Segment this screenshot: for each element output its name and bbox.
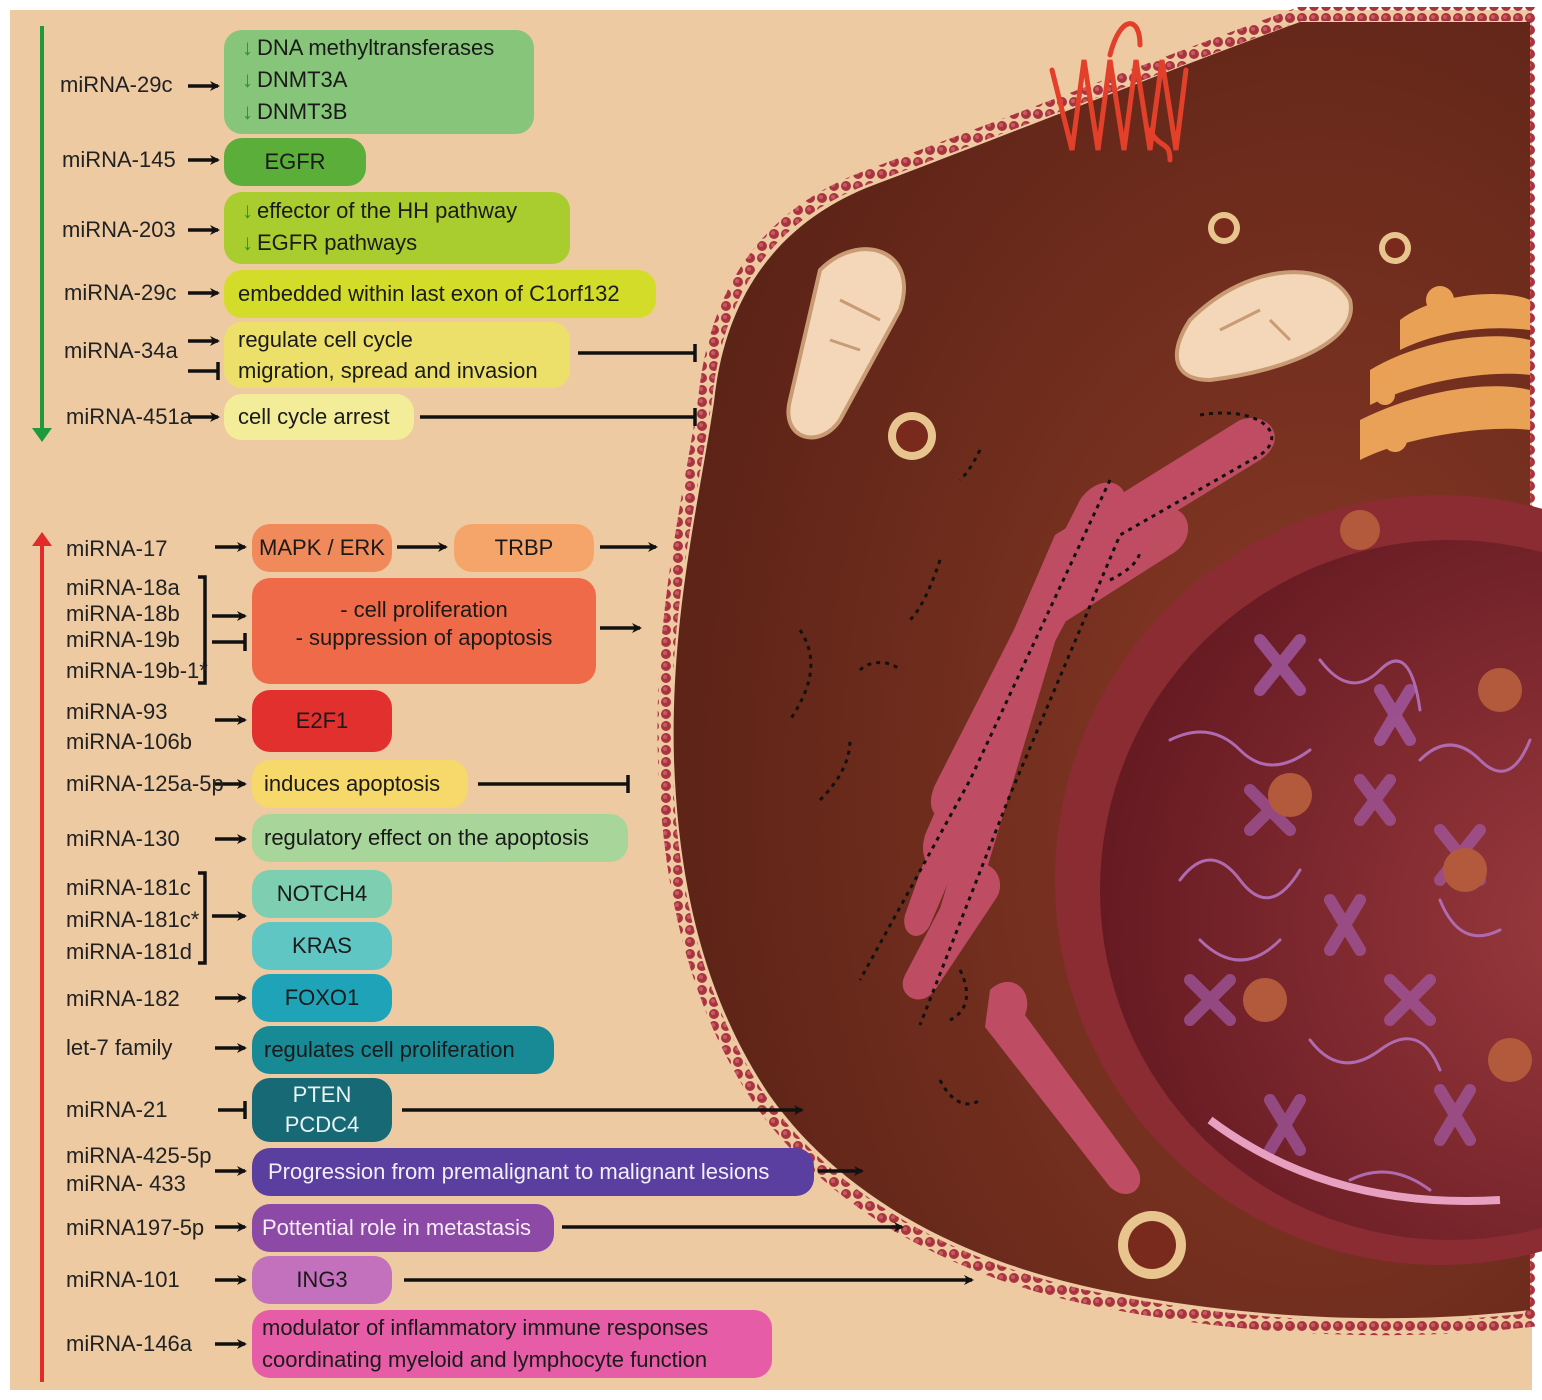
membrane-receptor (1049, 21, 1189, 163)
mirna-label: miRNA-34a (64, 338, 178, 363)
target-text: EGFR (264, 149, 326, 174)
mirna-label: miRNA-146a (66, 1331, 192, 1356)
target-box: MAPK / ERK (252, 524, 392, 572)
target-text: - suppression of apoptosis (295, 625, 553, 650)
mirna-label: miRNA197-5p (66, 1215, 205, 1240)
mirna-label-group: miRNA-18a miRNA-18b miRNA-19b miRNA-19b-… (66, 575, 208, 684)
nucleus (1100, 540, 1542, 1240)
secondary-target-text: TRBP (494, 535, 554, 560)
target-text: regulates cell proliferation (264, 1037, 515, 1062)
target-box: ING3 (252, 1256, 392, 1304)
mirna-label: miRNA-130 (66, 826, 180, 851)
mirna-label: miRNA-18a (66, 575, 180, 600)
dashed-outlines (788, 411, 1274, 1106)
target-box: - cell proliferation - suppression of ap… (252, 578, 596, 684)
target-box: induces apoptosis (252, 760, 468, 808)
mirna-label: miRNA-29c (60, 72, 173, 97)
target-box: regulatory effect on the apoptosis (252, 814, 628, 862)
mirna-label: miRNA- 433 (66, 1171, 186, 1196)
target-box: FOXO1 (252, 974, 392, 1022)
target-box: ↓DNA methyltransferases ↓DNMT3A ↓DNMT3B (224, 30, 534, 134)
target-box: Pottential role in metastasis (252, 1204, 554, 1252)
target-text: NOTCH4 (276, 881, 368, 906)
mirna-label-group: miRNA-181c miRNA-181c* miRNA-181d (66, 872, 199, 968)
target-text: coordinating myeloid and lymphocyte func… (262, 1347, 708, 1372)
target-text: FOXO1 (284, 985, 360, 1010)
target-box: regulate cell cycle migration, spread an… (224, 322, 570, 388)
target-text: embedded within last exon of C1orf132 (238, 281, 620, 306)
target-box: cell cycle arrest (224, 394, 414, 440)
target-text: DNA methyltransferases (257, 35, 495, 60)
target-text: PCDC4 (284, 1112, 360, 1137)
mirna-label: miRNA-19b (66, 627, 180, 652)
mirna-label: miRNA-18b (66, 601, 180, 626)
mirna-label: miRNA-203 (62, 217, 176, 242)
mirna-label: miRNA-425-5p (66, 1143, 212, 1168)
mirna-label: miRNA-101 (66, 1267, 180, 1292)
target-text: effector of the HH pathway (257, 198, 518, 223)
down-arrow-icon: ↓ (242, 99, 253, 124)
target-text: migration, spread and invasion (238, 358, 538, 383)
endoplasmic-reticulum (902, 418, 1275, 1195)
secondary-target-box: KRAS (252, 922, 392, 970)
mirna-label-group: miRNA-93 miRNA-106b (66, 697, 192, 757)
mirna-label: miRNA-145 (62, 147, 176, 172)
mirna-label: miRNA-29c (64, 280, 177, 305)
target-text: MAPK / ERK (259, 535, 385, 560)
mirna-label: miRNA-19b-1* (66, 658, 208, 683)
mirna-label: miRNA-181d (66, 939, 192, 964)
down-arrow-icon: ↓ (242, 67, 253, 92)
down-arrow-icon: ↓ (242, 198, 253, 223)
target-text: cell cycle arrest (238, 404, 390, 429)
target-box: PTEN PCDC4 (252, 1078, 392, 1142)
decrease-arrowhead (32, 428, 52, 442)
mirna-label: miRNA-181c* (66, 907, 200, 932)
target-text: Progression from premalignant to maligna… (268, 1159, 770, 1184)
target-text: E2F1 (295, 708, 349, 733)
target-box: ↓effector of the HH pathway ↓EGFR pathwa… (224, 192, 570, 264)
connectors (188, 81, 974, 1349)
target-text: PTEN (292, 1082, 352, 1107)
target-box: E2F1 (252, 690, 392, 752)
cell-illustration (657, 7, 1542, 1336)
mirna-label: let-7 family (66, 1035, 173, 1060)
target-box: regulates cell proliferation (252, 1026, 554, 1074)
mirna-label: miRNA-106b (66, 729, 192, 754)
mirna-label-group: miRNA-425-5p miRNA- 433 (66, 1142, 212, 1198)
mirna-label: miRNA-93 (66, 699, 168, 724)
target-text: ING3 (296, 1267, 348, 1292)
down-arrow-icon: ↓ (242, 230, 253, 255)
mirna-label: miRNA-125a-5p (66, 771, 224, 796)
secondary-target-text: KRAS (292, 933, 352, 958)
mirna-label: miRNA-181c (66, 875, 191, 900)
mirna-label: miRNA-17 (66, 536, 168, 561)
target-text: DNMT3A (257, 67, 348, 92)
target-text: EGFR pathways (257, 230, 418, 255)
down-arrow-icon: ↓ (242, 35, 253, 60)
target-text: - cell proliferation (340, 597, 508, 622)
target-text: regulatory effect on the apoptosis (264, 825, 589, 850)
golgi-apparatus (1360, 286, 1530, 460)
secondary-target-box: TRBP (454, 524, 594, 572)
vesicles (888, 212, 1411, 1279)
mirna-label: miRNA-451a (66, 404, 192, 429)
target-box: modulator of inflammatory immune respons… (252, 1310, 772, 1378)
target-box: embedded within last exon of C1orf132 (224, 270, 656, 318)
cell-membrane (657, 7, 1537, 1336)
increase-arrowhead (32, 532, 52, 546)
mitochondria (786, 247, 1353, 440)
target-text: Pottential role in metastasis (262, 1215, 532, 1240)
target-text: modulator of inflammatory immune respons… (262, 1315, 709, 1340)
nuclear-pore-arc (1207, 1116, 1501, 1205)
nucleoli (1243, 510, 1532, 1082)
target-box: Progression from premalignant to maligna… (252, 1148, 814, 1196)
target-box: EGFR (224, 138, 366, 186)
target-text: regulate cell cycle (238, 327, 413, 352)
target-box: NOTCH4 (252, 870, 392, 918)
target-text: induces apoptosis (264, 771, 441, 796)
mirna-label: miRNA-21 (66, 1097, 168, 1122)
target-text: DNMT3B (257, 99, 348, 124)
mirna-label: miRNA-182 (66, 986, 180, 1011)
